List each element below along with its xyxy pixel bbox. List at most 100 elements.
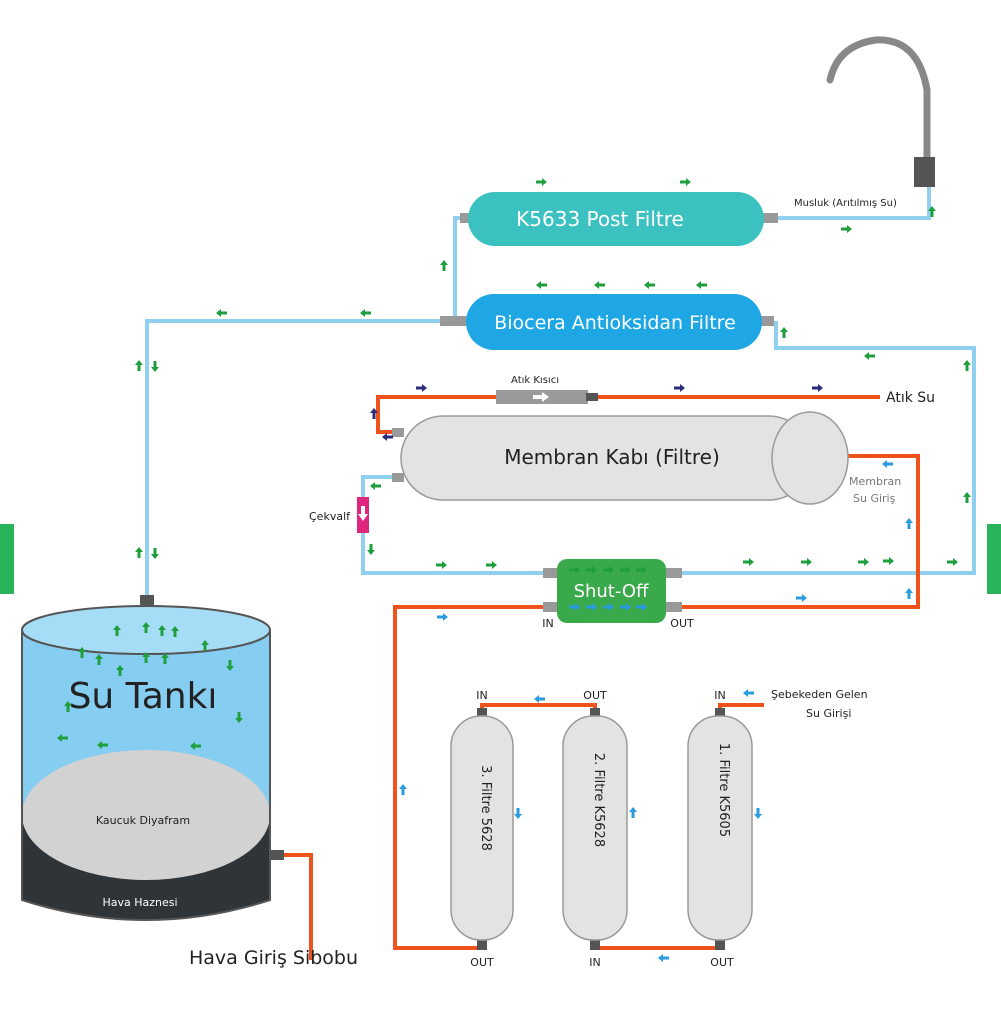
air-valve-label: Hava Giriş Sibobu bbox=[189, 947, 358, 969]
flow-arrow bbox=[151, 361, 159, 372]
flow-arrow bbox=[399, 784, 407, 795]
flow-arrow bbox=[594, 281, 605, 289]
flow-arrow bbox=[636, 603, 647, 611]
shutoff-label: Shut-Off bbox=[574, 581, 649, 602]
flow-arrow bbox=[142, 622, 150, 633]
flow-arrow bbox=[440, 260, 448, 271]
restrictor-label: Atık Kısıcı bbox=[511, 375, 559, 386]
post-filter[interactable]: K5633 Post Filtre bbox=[460, 192, 778, 246]
filter-1-out-label: OUT bbox=[710, 956, 734, 969]
flow-arrow bbox=[142, 652, 150, 663]
flow-arrow bbox=[928, 206, 936, 217]
flow-arrow bbox=[514, 808, 522, 819]
flow-arrow bbox=[586, 566, 597, 574]
filter-1-in-label: IN bbox=[714, 689, 725, 702]
flow-arrow bbox=[629, 807, 637, 818]
flow-arrow bbox=[780, 327, 788, 338]
flow-arrow bbox=[64, 701, 72, 712]
faucet-label: Musluk (Arıtılmış Su) bbox=[794, 198, 897, 209]
flow-arrow bbox=[416, 384, 427, 392]
filter-3-label: 3. Filtre 5628 bbox=[478, 765, 493, 851]
biocera-filter[interactable]: Biocera Antioksidan Filtre bbox=[440, 294, 774, 350]
faucet-valve bbox=[914, 157, 935, 187]
flow-arrow bbox=[569, 603, 580, 611]
waste-water-label: Atık Su bbox=[886, 390, 935, 406]
flow-arrow bbox=[235, 712, 243, 723]
flow-arrow bbox=[801, 558, 812, 566]
flow-arrow bbox=[882, 460, 893, 468]
membrane-label: Membran Kabı (Filtre) bbox=[504, 445, 720, 469]
water-tank[interactable]: Su Tankı Kaucuk Diyafram Hava Haznesi bbox=[21, 580, 284, 940]
flow-arrow bbox=[534, 695, 545, 703]
membrane-housing[interactable]: Membran Kabı (Filtre) bbox=[392, 411, 849, 505]
check-valve-label: Çekvalf bbox=[309, 510, 351, 523]
faucet[interactable] bbox=[826, 36, 935, 187]
filter-2-out-label: OUT bbox=[583, 689, 607, 702]
air-chamber-label: Hava Haznesi bbox=[102, 896, 177, 909]
flow-arrow bbox=[201, 640, 209, 651]
left-side-tab[interactable] bbox=[0, 524, 14, 594]
flow-arrow bbox=[947, 558, 958, 566]
filter-1-label: 1. Filtre K5605 bbox=[716, 743, 731, 837]
diaphragm-label: Kaucuk Diyafram bbox=[96, 814, 190, 827]
flow-arrow bbox=[569, 566, 580, 574]
filter-1[interactable]: 1. Filtre K5605 bbox=[687, 708, 753, 950]
flow-arrow bbox=[905, 518, 913, 529]
mains-inlet-label-1: Şebekeden Gelen bbox=[771, 688, 868, 701]
shutoff-valve[interactable]: Shut-Off bbox=[543, 559, 682, 623]
flow-arrow bbox=[161, 653, 169, 664]
flow-arrow bbox=[620, 603, 631, 611]
waste-restrictor[interactable] bbox=[496, 390, 598, 404]
mains-inlet-label-2: Su Girişi bbox=[806, 707, 851, 720]
flow-arrow bbox=[586, 603, 597, 611]
flow-arrow bbox=[486, 561, 497, 569]
biocera-filter-label: Biocera Antioksidan Filtre bbox=[494, 312, 736, 334]
faucet-spout bbox=[826, 36, 931, 164]
flow-arrow bbox=[367, 544, 375, 555]
flow-arrow bbox=[536, 178, 547, 186]
restrictor-arrow bbox=[533, 392, 549, 402]
shutoff-in-label: IN bbox=[542, 617, 553, 630]
filter-3-in-label: IN bbox=[476, 689, 487, 702]
flow-arrow bbox=[963, 492, 971, 503]
flow-arrow bbox=[743, 689, 754, 697]
flow-arrow bbox=[696, 281, 707, 289]
flow-arrow bbox=[603, 566, 614, 574]
flow-arrow bbox=[97, 741, 108, 749]
flow-arrow bbox=[754, 808, 762, 819]
flow-arrow bbox=[620, 566, 631, 574]
flow-arrow bbox=[57, 734, 68, 742]
flow-arrow bbox=[78, 647, 86, 658]
flow-arrow bbox=[135, 360, 143, 371]
flow-arrow bbox=[883, 557, 894, 565]
check-valve[interactable] bbox=[357, 497, 369, 533]
filter-2[interactable]: 2. Filtre K5628 bbox=[562, 708, 628, 950]
flow-arrow bbox=[796, 594, 807, 602]
flow-arrow bbox=[644, 281, 655, 289]
flow-arrow bbox=[190, 742, 201, 750]
flow-arrow bbox=[603, 603, 614, 611]
flow-arrow bbox=[658, 954, 669, 962]
post-filter-label: K5633 Post Filtre bbox=[516, 207, 684, 231]
flow-arrow bbox=[864, 352, 875, 360]
right-side-tab[interactable] bbox=[987, 524, 1001, 594]
flow-arrow bbox=[95, 654, 103, 665]
membrane-inlet-label-2: Su Giriş bbox=[853, 492, 896, 505]
flow-arrow bbox=[636, 566, 647, 574]
flow-arrow bbox=[536, 281, 547, 289]
flow-arrow bbox=[963, 360, 971, 371]
flow-arrow bbox=[743, 558, 754, 566]
flow-arrow bbox=[437, 613, 448, 621]
filter-3[interactable]: 3. Filtre 5628 bbox=[450, 708, 514, 950]
membrane-inlet-label-1: Membran bbox=[849, 475, 901, 488]
flow-arrow bbox=[436, 561, 447, 569]
flow-arrow bbox=[135, 547, 143, 558]
flow-arrow bbox=[382, 433, 393, 441]
flow-arrow bbox=[226, 660, 234, 671]
flow-arrow bbox=[116, 665, 124, 676]
flow-arrows bbox=[57, 178, 971, 962]
flow-arrow bbox=[113, 625, 121, 636]
flow-arrow bbox=[216, 309, 227, 317]
tank-label: Su Tankı bbox=[69, 676, 218, 717]
